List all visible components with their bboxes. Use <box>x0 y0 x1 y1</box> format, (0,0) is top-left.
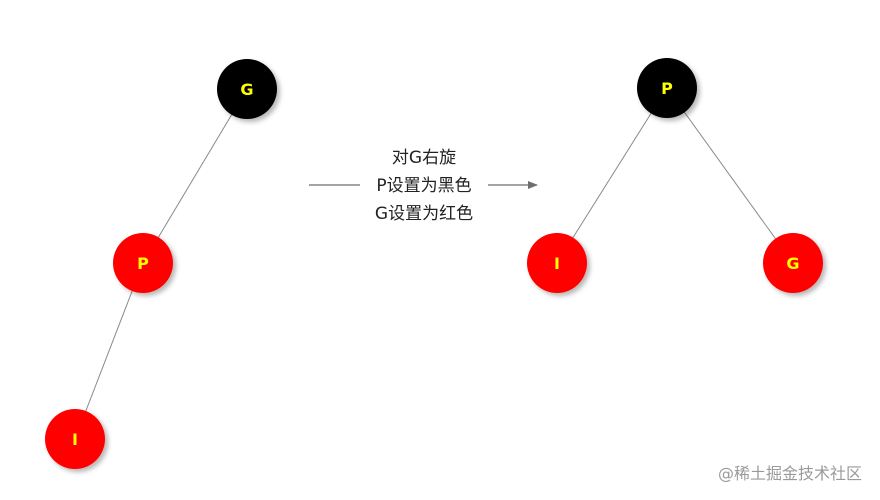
node-circle-p-after <box>637 58 697 118</box>
edge-p-i-after <box>556 87 668 264</box>
node-circle-g-after <box>763 233 823 293</box>
tree-node: G <box>217 59 277 119</box>
caption-line-1: 对G右旋 <box>392 148 456 168</box>
node-circle-i <box>45 409 105 469</box>
watermark: @稀土掘金技术社区 <box>718 464 862 483</box>
caption-line-2: P设置为黑色 <box>376 176 471 196</box>
node-circle-p <box>113 233 173 293</box>
node-circle-i-after <box>527 233 587 293</box>
operation: 对G右旋 P设置为黑色 G设置为红色 <box>309 148 538 224</box>
edge-g-p <box>142 88 248 264</box>
node-label-p-after: P <box>661 79 673 98</box>
edge-p-i <box>74 262 144 440</box>
tree-node: P <box>637 58 697 118</box>
edge-p-g-after <box>666 87 794 264</box>
node-label-p: P <box>137 254 149 273</box>
tree-node: P <box>113 233 173 293</box>
tree-node: I <box>527 233 587 293</box>
caption-line-3: G设置为红色 <box>375 204 473 224</box>
after-tree: P I G <box>527 58 823 293</box>
after-tree-edges <box>556 87 794 264</box>
before-tree-edges <box>74 88 248 440</box>
node-label-g-after: G <box>786 254 799 273</box>
node-label-i: I <box>72 430 78 449</box>
node-label-g: G <box>240 80 253 99</box>
tree-node: I <box>45 409 105 469</box>
tree-node: G <box>763 233 823 293</box>
before-tree: G P I <box>45 59 277 469</box>
node-circle-g <box>217 59 277 119</box>
node-label-i-after: I <box>554 254 560 273</box>
caption-background <box>360 172 488 198</box>
